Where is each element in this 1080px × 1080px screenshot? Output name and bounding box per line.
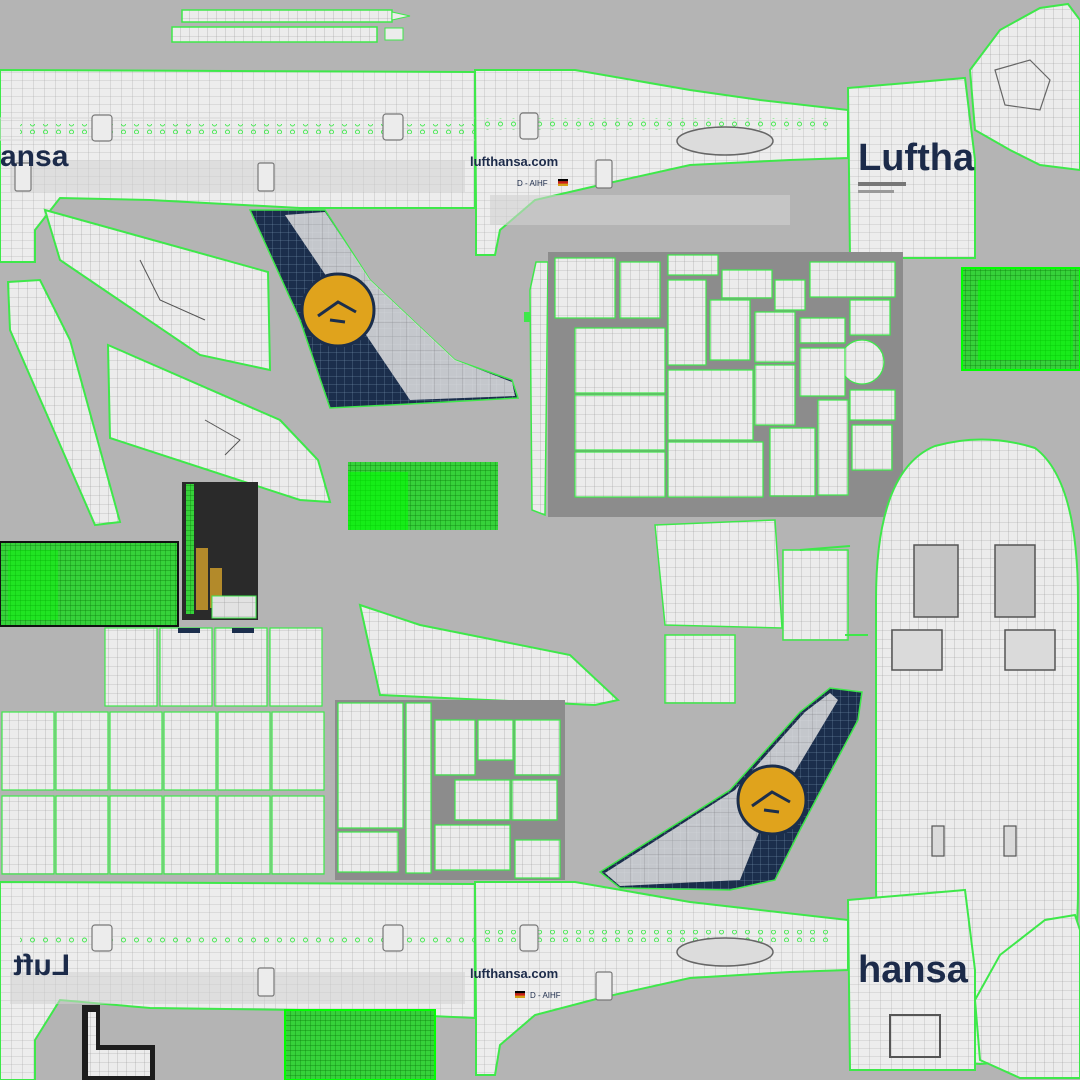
- door-panel-row-1: [104, 627, 323, 707]
- door-panel-row-3: [1, 795, 325, 875]
- aileron-flap-set: [654, 519, 868, 704]
- horizontal-stabilizer-lower: [106, 343, 332, 504]
- fuselage-lower-partial-title: Luft: [13, 949, 70, 982]
- green-detail-tile-right: [961, 267, 1080, 371]
- top-spar-strip: [171, 9, 411, 43]
- nose-cap-upper: [968, 2, 1080, 172]
- fuselage-lower-registration: D - AIHF: [530, 991, 561, 1000]
- fuselage-upper-left-panel: ansa: [0, 68, 476, 263]
- nose-upper-panel: Luftha: [846, 76, 976, 259]
- fuselage-lower-url: lufthansa.com: [470, 966, 558, 981]
- green-strip-block-center: [348, 462, 498, 530]
- fuselage-left-registration: D - AIHF: [517, 179, 548, 188]
- landing-gear-strut: [182, 482, 258, 620]
- parts-atlas-lower: [335, 700, 565, 880]
- fuselage-lower-mid-panel: lufthansa.com D - AIHF: [470, 881, 849, 1076]
- nose-left-title: Luftha: [858, 137, 975, 179]
- fuselage-left-partial-title: ansa: [0, 140, 69, 173]
- lufthansa-crane-logo-lower: [736, 764, 808, 836]
- door-panel-row-2: [1, 711, 325, 791]
- green-rivet-tile-bottom: [284, 1009, 436, 1080]
- fuselage-lower-left-panel: Luft: [0, 880, 476, 1080]
- parts-atlas-upper: [548, 252, 903, 517]
- door-panel-grid: [1, 627, 325, 875]
- fuselage-left-url: lufthansa.com: [470, 154, 558, 169]
- green-patch-left: [0, 541, 179, 627]
- wing-lower-left: [358, 603, 621, 707]
- wing-flap-left-vertical: [6, 278, 122, 527]
- tail-fin-lower: [598, 687, 863, 891]
- horizontal-stabilizer-upper: [43, 208, 272, 372]
- tail-fin-upper: [248, 209, 520, 409]
- lufthansa-crane-logo-upper: [300, 272, 376, 348]
- nose-right-title: hansa: [858, 949, 969, 991]
- nose-lower-panel: hansa: [846, 888, 976, 1071]
- nose-cap-lower: [973, 913, 1080, 1079]
- gear-bay-island: [82, 1005, 155, 1080]
- fin-leading-edge-strip: [524, 261, 549, 517]
- fuselage-upper-mid-panel: lufthansa.com D - AIHF: [470, 69, 849, 256]
